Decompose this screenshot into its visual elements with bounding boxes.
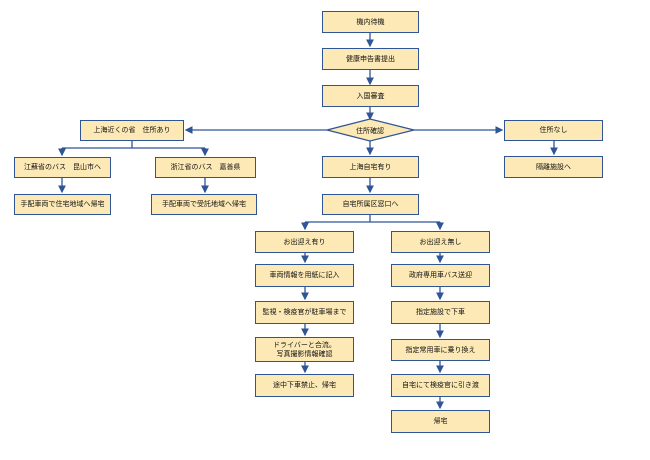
node-zhejiang-bus: 浙江省のバス 嘉善県: [155, 157, 256, 178]
node-pickup-yes: お出迎え有り: [255, 231, 354, 253]
node-health-form: 健康申告書提出: [322, 48, 419, 70]
node-inspector-parking: 監視・検疫官が駐車場まで: [255, 301, 354, 324]
node-handover-inspector: 自宅にて検疫官に引き渡: [391, 374, 490, 397]
node-no-address: 住所なし: [504, 120, 603, 141]
node-jiangsu-bus: 江蘇省のバス 昆山市へ: [14, 157, 111, 178]
node-near-shanghai: 上海近くの省 住所あり: [80, 120, 184, 141]
node-designated-drop: 指定施設で下車: [391, 301, 490, 324]
node-pickup-no: お出迎え無し: [391, 231, 490, 253]
node-transfer-car: 指定常用車に乗り換え: [391, 339, 490, 361]
node-jiangsu-home: 手配車両で住宅地域へ帰宅: [14, 194, 111, 215]
node-zhejiang-home: 手配車両で受託地域へ帰宅: [151, 194, 257, 215]
node-gov-bus: 政府専用車バス送迎: [391, 264, 490, 287]
node-district-window: 自宅所属区窓口へ: [322, 194, 419, 215]
node-home: 帰宅: [391, 410, 490, 433]
node-shanghai-home: 上海自宅有り: [322, 156, 419, 178]
address-check-label: 住所確認: [356, 127, 384, 135]
node-no-stop-home: 途中下車禁止、帰宅: [255, 374, 354, 397]
address-check-diamond: [326, 118, 415, 142]
node-wait-onboard: 機内待機: [322, 11, 419, 33]
node-immigration: 入国審査: [322, 85, 419, 107]
node-quarantine-facility: 隔離施設へ: [504, 156, 603, 178]
node-vehicle-info: 車両情報を用紙に記入: [255, 264, 354, 287]
node-driver-meet: ドライバーと合流。 写真撮影情報確認: [255, 337, 354, 362]
